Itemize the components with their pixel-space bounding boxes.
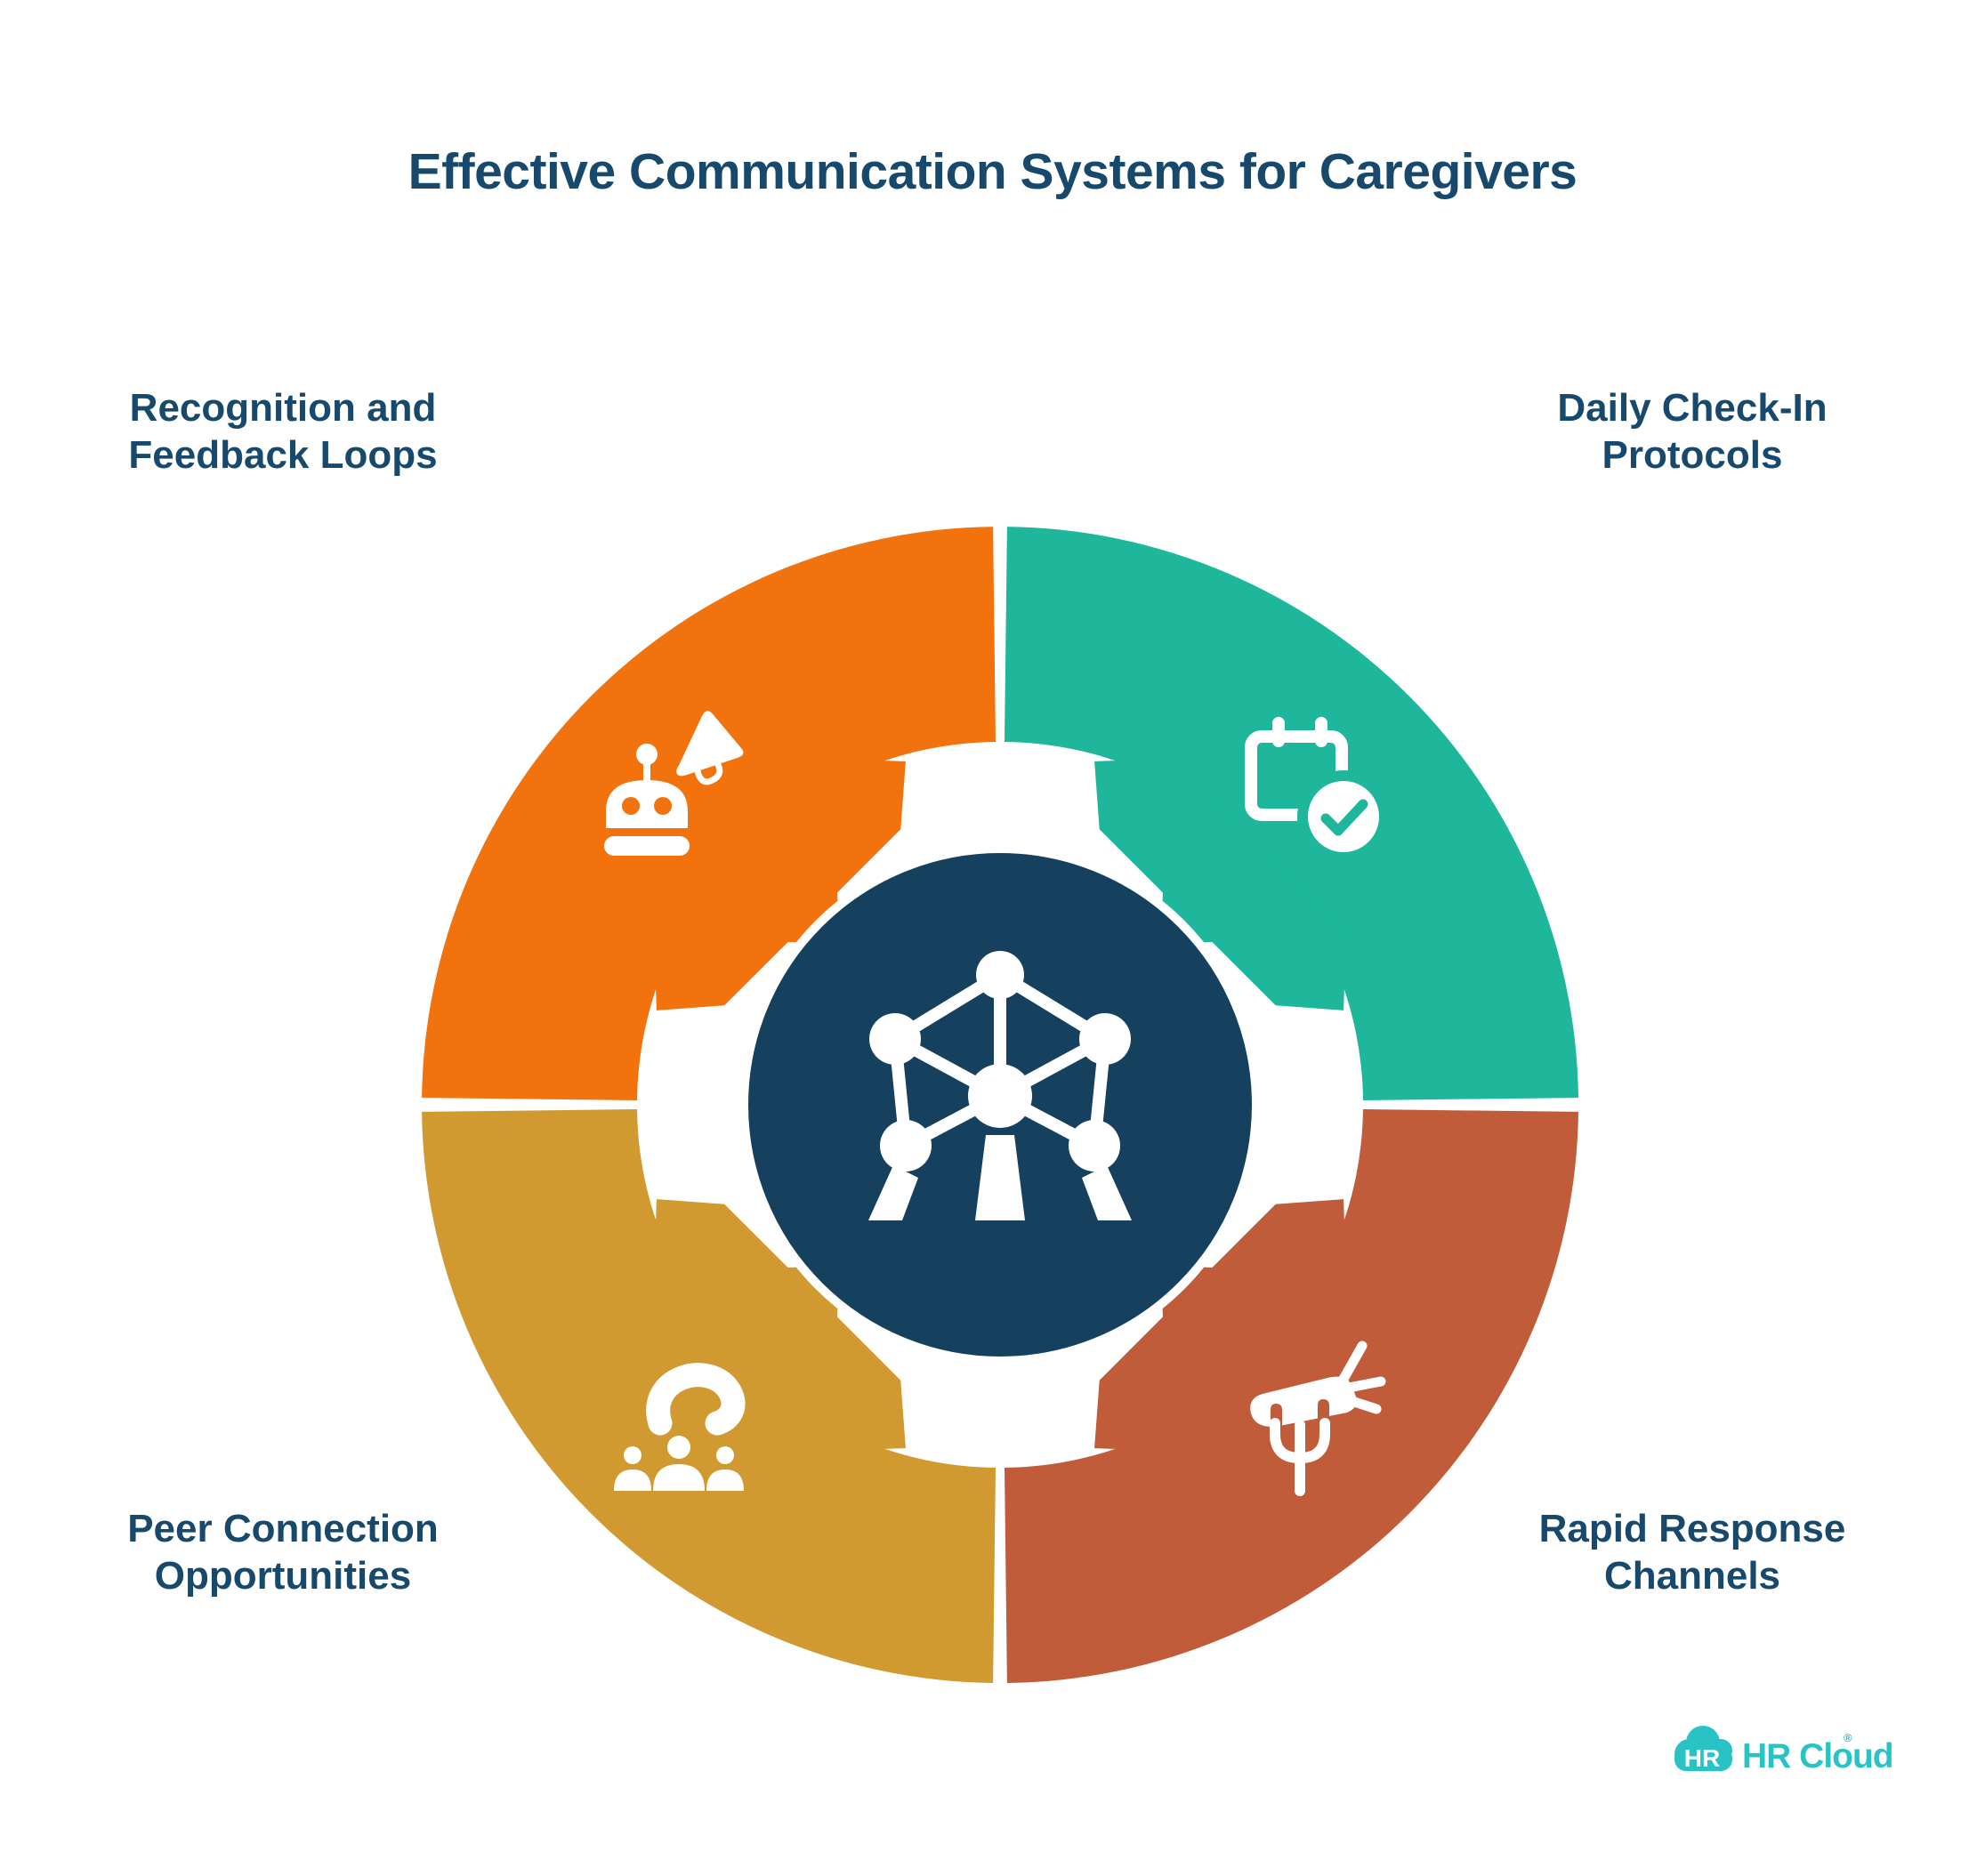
cloud-icon <box>1674 1726 1732 1771</box>
sector-peer-connection <box>422 1109 997 1683</box>
segment-label-line: Channels <box>1603 1554 1781 1598</box>
logo-badge-text: HR <box>1684 1744 1720 1772</box>
atomium-icon <box>868 951 1132 1220</box>
segment-label-line: Rapid Response <box>1538 1507 1846 1550</box>
cycle-cross-ribbon-top-right <box>1094 759 1346 1010</box>
people-hand-icon <box>614 1363 746 1491</box>
segment-label-line: Protocols <box>1602 433 1783 477</box>
segment-label-line: Recognition and <box>129 386 437 430</box>
sector-recognition-feedback <box>422 527 997 1100</box>
robot-megaphone-icon <box>604 711 744 856</box>
hrcloud-logo: HR HR Cloud ® <box>1674 1726 1894 1775</box>
segment-label-line: Peer Connection <box>127 1507 439 1550</box>
registered-mark: ® <box>1844 1731 1852 1744</box>
carrot-fork-icon <box>1250 1341 1386 1496</box>
calendar-check-icon <box>1245 717 1390 863</box>
checkmark <box>1320 799 1368 836</box>
robot-eyes <box>622 797 672 815</box>
page-title: Effective Communication Systems for Care… <box>407 143 1578 200</box>
logo-wordmark: HR Cloud <box>1742 1737 1893 1775</box>
segment-label-line: Feedback Loops <box>128 433 438 477</box>
segment-label-recognition-feedback: Recognition and Feedback Loops <box>52 384 514 479</box>
cycle-cross-ribbon-top-left <box>654 759 906 1010</box>
segment-label-rapid-response: Rapid Response Channels <box>1461 1505 1924 1599</box>
segment-label-line: Opportunities <box>154 1554 412 1598</box>
segment-label-line: Daily Check-In <box>1557 386 1828 430</box>
segment-label-daily-checkin: Daily Check-In Protocols <box>1461 384 1924 479</box>
cycle-cross-ribbon-bottom-right <box>1094 1199 1346 1451</box>
segment-label-peer-connection: Peer Connection Opportunities <box>52 1505 514 1599</box>
